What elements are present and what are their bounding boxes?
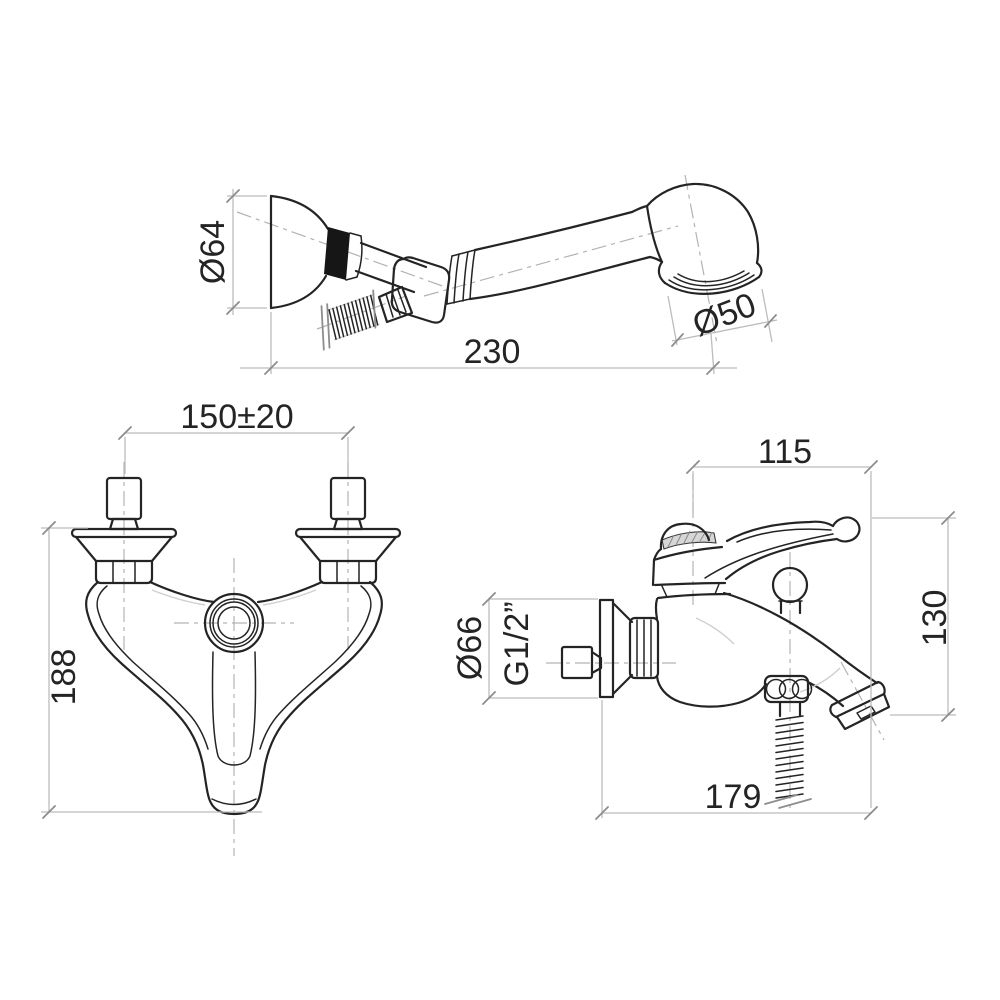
- dim-label-front-height: 188: [45, 649, 83, 706]
- shower-hose: [320, 285, 414, 351]
- dim-label-top-width: 115: [758, 433, 812, 471]
- dim-top-width: 115: [686, 433, 878, 808]
- dim-label-spout-projection: 179: [705, 778, 762, 816]
- dim-label-holder-diameter: Ø64: [194, 220, 232, 284]
- dim-head-diameter: Ø50: [667, 286, 778, 347]
- dim-escutcheon: Ø66 G1/2”: [451, 592, 598, 705]
- cartridge-cap: [651, 522, 732, 600]
- wall-holder: [269, 194, 428, 310]
- mixer-lever: [704, 516, 861, 581]
- dim-holder-diameter: Ø64: [194, 189, 267, 315]
- dim-shower-length: 230: [240, 312, 737, 375]
- dim-label-escutcheon-diameter: Ø66: [451, 616, 489, 680]
- mixer-body-side: [654, 591, 879, 708]
- supply-connection: [560, 598, 660, 699]
- front-view: 150±20 188: [41, 398, 402, 856]
- dim-front-height: 188: [41, 521, 262, 819]
- centerlines-hand-shower: [236, 174, 718, 345]
- side-view: 115 130 Ø66 G1/2” 179: [451, 433, 956, 820]
- shower-handle: [390, 204, 664, 324]
- spout-tip: [829, 680, 891, 731]
- hose-connection: [763, 674, 813, 809]
- dim-wall-centers: 150±20: [118, 398, 355, 474]
- diverter-knob: [771, 566, 809, 615]
- dim-side-height: 130: [872, 511, 956, 722]
- shower-head: [645, 182, 763, 295]
- dim-spout-projection: 179: [595, 700, 878, 820]
- hand-shower-view: Ø64 230 Ø50: [194, 174, 778, 375]
- knurled-nut: [628, 616, 660, 680]
- rubber-gasket-band: [324, 227, 350, 280]
- dim-label-shower-length: 230: [464, 333, 521, 371]
- centerlines-front: [123, 462, 349, 856]
- center-boss-outer: [203, 592, 265, 654]
- dim-label-wall-centers: 150±20: [180, 398, 293, 436]
- dim-label-side-height: 130: [916, 590, 954, 647]
- dim-label-thread: G1/2”: [498, 601, 536, 686]
- mixer-body-front: [85, 580, 383, 816]
